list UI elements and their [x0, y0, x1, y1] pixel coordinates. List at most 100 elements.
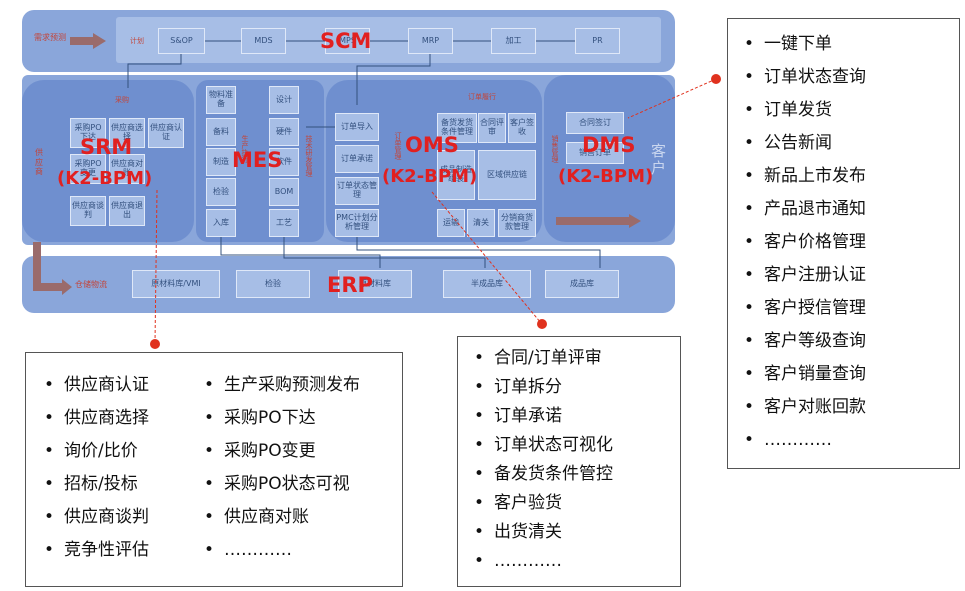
srm-feature-list: 供应商认证 供应商选择 询价/比价 招标/投标 供应商谈判 竞争性评估 生产采购…: [25, 352, 403, 587]
erp-label: ERP: [327, 273, 373, 297]
list-item: 客户授信管理: [738, 300, 866, 318]
srm-head: 采购: [115, 96, 129, 104]
dms-box-order: 销售订单: [566, 142, 624, 164]
list-item: 一键下单: [738, 36, 866, 54]
oms-list: 合同/订单评审 订单拆分 订单承诺 订单状态可视化 备发货条件管控 客户验货 出…: [468, 350, 613, 571]
list-item: …………: [738, 432, 866, 450]
scm-plan-panel: [116, 17, 661, 63]
erp-box-finished: 成品库: [545, 270, 619, 298]
oms-box-import: 订单导入: [335, 113, 379, 141]
srm-box-reconcile: 供应商对账: [109, 154, 145, 184]
list-item: 新品上市发布: [738, 168, 866, 186]
list-item: 采购PO下达: [198, 410, 360, 428]
dms-list: 一键下单 订单状态查询 订单发货 公告新闻 新品上市发布 产品退市通知 客户价格…: [738, 36, 866, 450]
srm-pointer-dot: [150, 339, 160, 349]
list-item: 订单状态查询: [738, 69, 866, 87]
list-item: 招标/投标: [38, 476, 149, 494]
dms-pointer-dot: [711, 74, 721, 84]
mes-box-process: 工艺: [269, 209, 299, 237]
oms-sub: (K2-BPM): [382, 166, 478, 187]
mes-box-stockin: 入库: [206, 209, 236, 237]
list-item: 供应商对账: [198, 509, 360, 527]
oms-box-commit: 订单承诺: [335, 145, 379, 173]
oms-box-sign: 客户签收: [508, 113, 536, 143]
list-item: 产品退市通知: [738, 201, 866, 219]
scm-step-sop: S&OP: [158, 28, 205, 54]
mes-box-software: 软件: [269, 148, 299, 176]
srm-label: SRM: [80, 135, 133, 159]
dms-box-contract: 合同签订: [566, 112, 624, 134]
list-item: 公告新闻: [738, 135, 866, 153]
srm-box-negotiate: 供应商谈判: [70, 196, 106, 226]
mes-box-prepare: 物料准备: [206, 86, 236, 114]
srm-box-select: 供应商选择: [109, 118, 145, 148]
oms-feature-list: 合同/订单评审 订单拆分 订单承诺 订单状态可视化 备发货条件管控 客户验货 出…: [457, 336, 681, 587]
srm-list-right: 生产采购预测发布 采购PO下达 采购PO变更 采购PO状态可视 供应商对账 ………: [198, 377, 360, 560]
scm-step-mds: MDS: [241, 28, 286, 54]
list-item: 订单承诺: [468, 408, 613, 426]
oms-box-assemble: 成品制造组装: [437, 150, 475, 200]
srm-list-left: 供应商认证 供应商选择 询价/比价 招标/投标 供应商谈判 竞争性评估: [38, 377, 149, 560]
erp-box-inspect: 检验: [236, 270, 310, 298]
scm-step-mrp: MRP: [408, 28, 453, 54]
oms-pointer-dot: [537, 319, 547, 329]
list-item: 竞争性评估: [38, 542, 149, 560]
dms-sub: (K2-BPM): [558, 166, 654, 187]
scm-plan-label: 计划: [130, 37, 144, 45]
list-item: 订单状态可视化: [468, 437, 613, 455]
oms-box-payment: 分销商货款管理: [498, 209, 536, 237]
list-item: 订单发货: [738, 102, 866, 120]
list-item: 客户等级查询: [738, 333, 866, 351]
list-item: 供应商谈判: [38, 509, 149, 527]
mes-label: MES: [232, 148, 283, 172]
srm-sub: (K2-BPM): [57, 168, 153, 189]
list-item: 生产采购预测发布: [198, 377, 360, 395]
mes-box-inspect: 检验: [206, 178, 236, 206]
oms-box-regional: 区域供应链: [478, 150, 536, 200]
list-item: 出货清关: [468, 524, 613, 542]
dms-feature-list: 一键下单 订单状态查询 订单发货 公告新闻 新品上市发布 产品退市通知 客户价格…: [727, 18, 960, 469]
erp-box-raw: 原材料库: [338, 270, 412, 298]
dms-side: 销售管理: [551, 135, 559, 163]
list-item: 客户销量查询: [738, 366, 866, 384]
list-item: 采购PO状态可视: [198, 476, 360, 494]
srm-side: 供应商: [35, 148, 43, 177]
srm-panel: [22, 80, 194, 242]
oms-box-pmc: PMC计划分析管理: [335, 209, 379, 237]
list-item: 询价/比价: [38, 443, 149, 461]
list-item: 采购PO变更: [198, 443, 360, 461]
list-item: 供应商认证: [38, 377, 149, 395]
mes-box-design: 设计: [269, 86, 299, 114]
oms-box-status: 订单状态管理: [335, 177, 379, 205]
list-item: 订单拆分: [468, 379, 613, 397]
scm-step-mps: MPS: [325, 28, 370, 54]
scm-demand: 需求预测: [34, 33, 66, 42]
oms-head: 订单履行: [468, 93, 496, 101]
mes-right-col: 技术研发管理: [305, 135, 313, 177]
scm-step-process: 加工: [491, 28, 536, 54]
scm-step-pr: PR: [575, 28, 620, 54]
list-item: 客户验货: [468, 495, 613, 513]
list-item: 供应商选择: [38, 410, 149, 428]
scm-label: SCM: [320, 29, 372, 53]
oms-box-review: 合同评审: [478, 113, 506, 143]
srm-box-cert: 供应商认证: [148, 118, 184, 148]
oms-mid: 订单管理: [394, 132, 402, 160]
erp-box-vmi: 原材料库/VMI: [132, 270, 220, 298]
list-item: …………: [468, 553, 613, 571]
mes-box-manufacture: 制造: [206, 148, 236, 176]
srm-box-po: 采购PO下达: [70, 118, 106, 148]
oms-box-transport: 运输: [437, 209, 465, 237]
list-item: 客户注册认证: [738, 267, 866, 285]
dms-customer: 客户: [651, 142, 667, 177]
oms-box-customs: 清关: [467, 209, 495, 237]
mes-box-bom: BOM: [269, 178, 299, 206]
oms-label: OMS: [405, 133, 459, 157]
mes-box-material: 备料: [206, 118, 236, 146]
erp-head: 仓储物流: [75, 280, 107, 289]
oms-box-ready: 备货发货条件管理: [437, 113, 477, 143]
list-item: …………: [198, 542, 360, 560]
mes-box-hardware: 硬件: [269, 118, 299, 146]
